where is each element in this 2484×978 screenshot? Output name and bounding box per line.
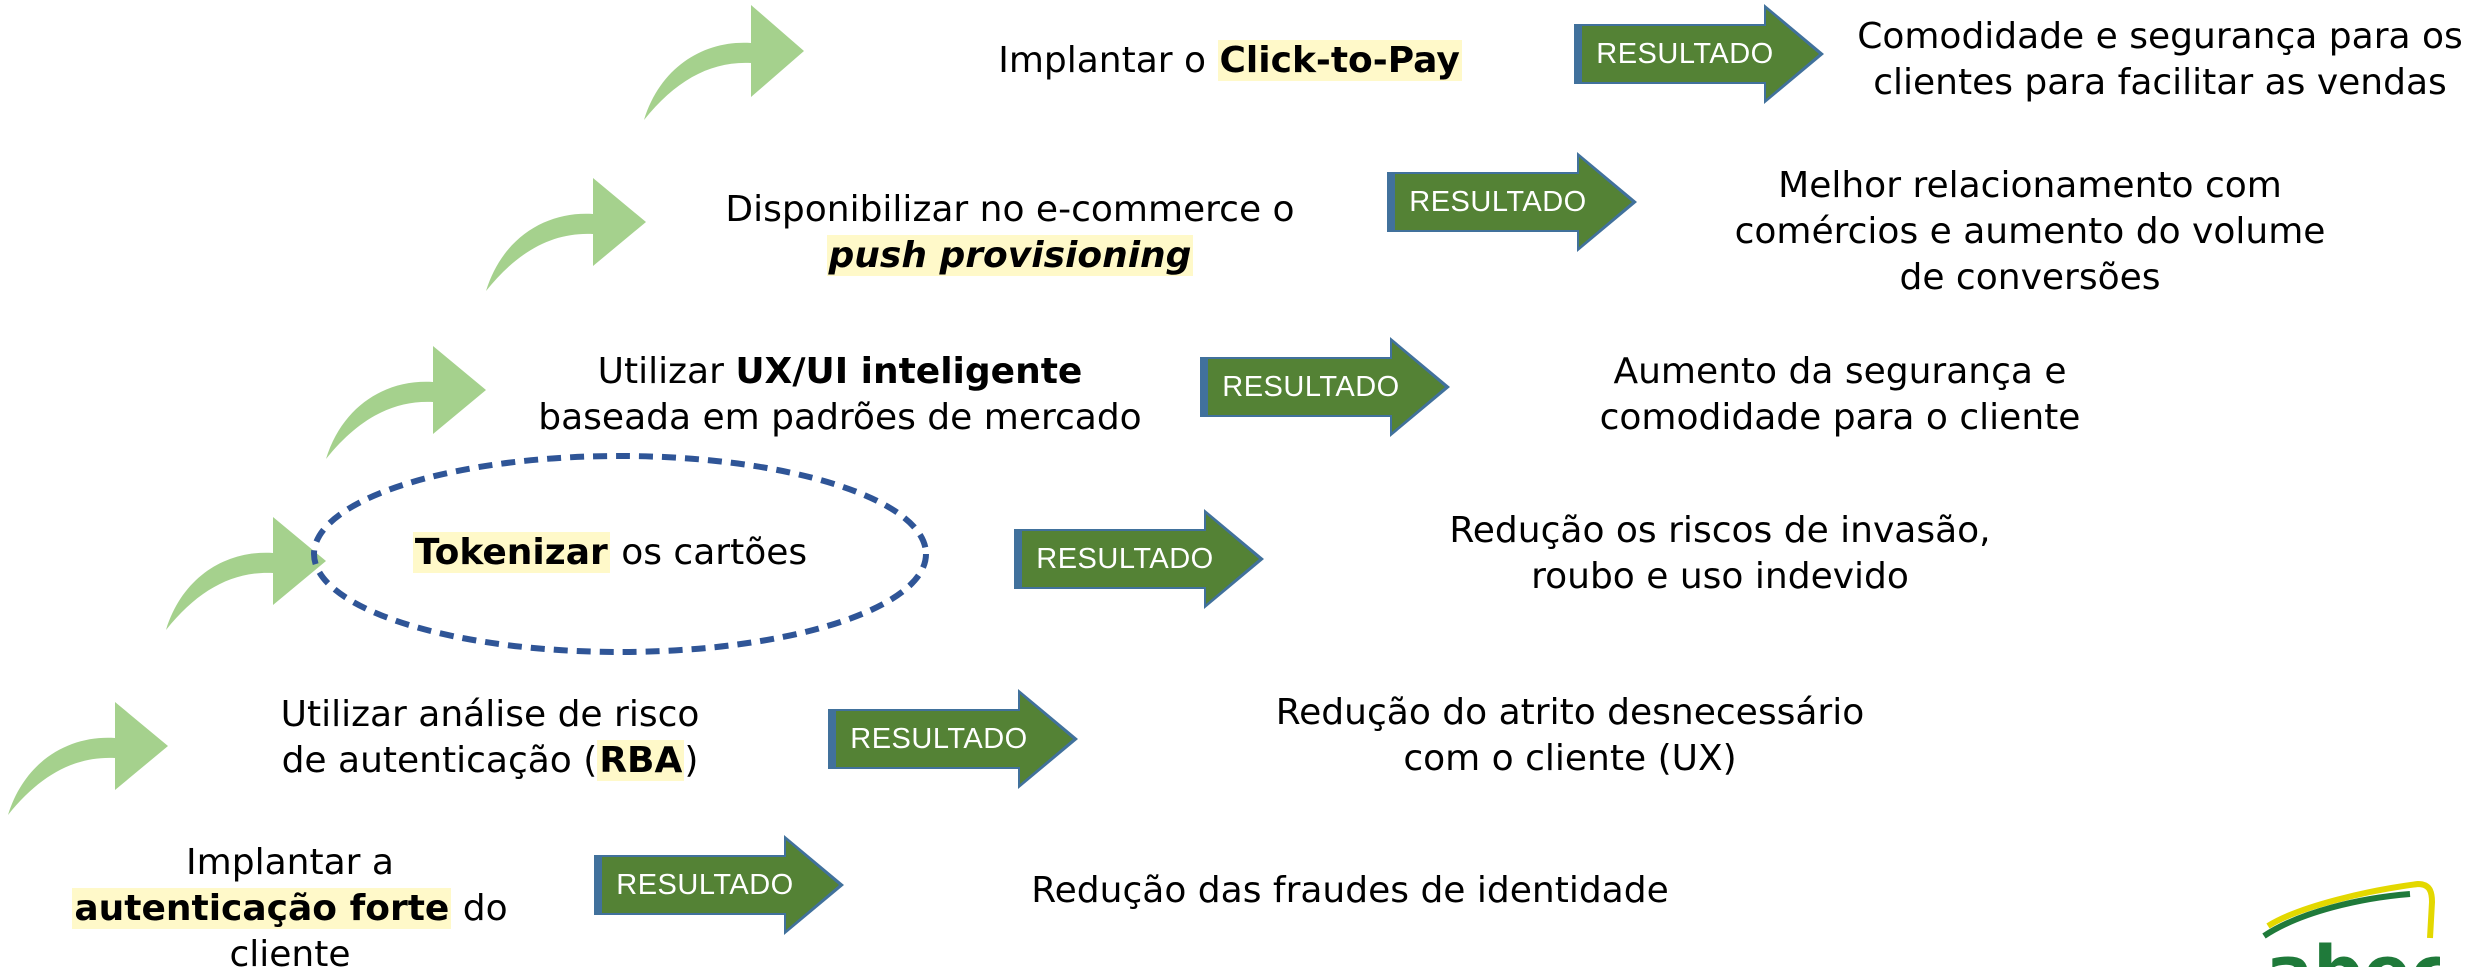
highlighted-term: RBA [597,740,685,781]
result-convenience-sales: Comodidade e segurança para os clientes … [1857,16,2463,103]
result-relationship: Melhor relacionamento com comércios e au… [1734,165,2326,298]
result-label: RESULTADO [1036,543,1214,575]
highlight-ellipse [311,453,929,655]
result-arrow: RESULTADO [1012,507,1268,611]
result-arrow-shape [828,689,1078,789]
result-arrow-shape [1574,4,1824,104]
result-arrow: RESULTADO [1385,150,1641,254]
result-arrow-shape [1200,337,1450,437]
result-label: RESULTADO [1409,186,1587,218]
result-security-convenience: Aumento da segurança e comodidade para o… [1599,351,2081,438]
result-arrow: RESULTADO [1198,335,1454,439]
action-text: Implantar a [186,842,394,883]
curved-arrow-icon [8,702,168,815]
curved-arrow-icon [326,346,486,459]
action-click-to-pay: Implantar o Click-to-Pay [998,40,1462,81]
curved-arrow-icon [166,517,326,630]
highlighted-term: autenticação forte [72,888,452,929]
result-risk-reduction: Redução os riscos de invasão, roubo e us… [1449,510,1991,597]
result-arrow-shape [1014,509,1264,609]
action-text: Utilizar análise de risco [280,694,700,735]
action-text: Disponibilizar no e-commerce o [725,189,1295,230]
action-ux-ui: Utilizar UX/UI inteligente baseada em pa… [520,349,1160,441]
result-arrow: RESULTADO [826,687,1082,791]
result-friction: Redução do atrito desnecessário com o cl… [1275,692,1865,779]
result-label: RESULTADO [1596,38,1774,70]
highlighted-term: push provisioning [826,235,1194,276]
result-label: RESULTADO [850,723,1028,755]
result-arrow: RESULTADO [592,833,848,937]
action-push-provisioning: Disponibilizar no e-commerce o push prov… [690,187,1330,279]
abecs-logo-icon: abecs [2262,880,2440,967]
bold-term: UX/UI inteligente [735,351,1083,392]
highlighted-term: Tokenizar [412,532,610,573]
action-text: baseada em padrões de mercado [538,397,1142,438]
result-label: RESULTADO [1222,371,1400,403]
action-tokenize: Tokenizar os cartões [412,532,808,573]
action-text: cliente [229,934,351,975]
curved-arrow-icon [644,5,804,120]
action-rba: Utilizar análise de risco de autenticaçã… [230,692,750,784]
curved-arrow-icon [486,178,646,291]
result-arrow-shape [1387,152,1637,252]
result-arrow-shape [594,835,844,935]
result-label: RESULTADO [616,869,794,901]
logo-text: abecs [2266,931,2440,967]
result-identity-fraud: Redução das fraudes de identidade [1031,870,1669,911]
highlighted-term: Click-to-Pay [1217,40,1462,81]
result-arrow: RESULTADO [1572,2,1828,106]
action-strong-authentication: Implantar a autenticação forte do client… [40,840,540,978]
